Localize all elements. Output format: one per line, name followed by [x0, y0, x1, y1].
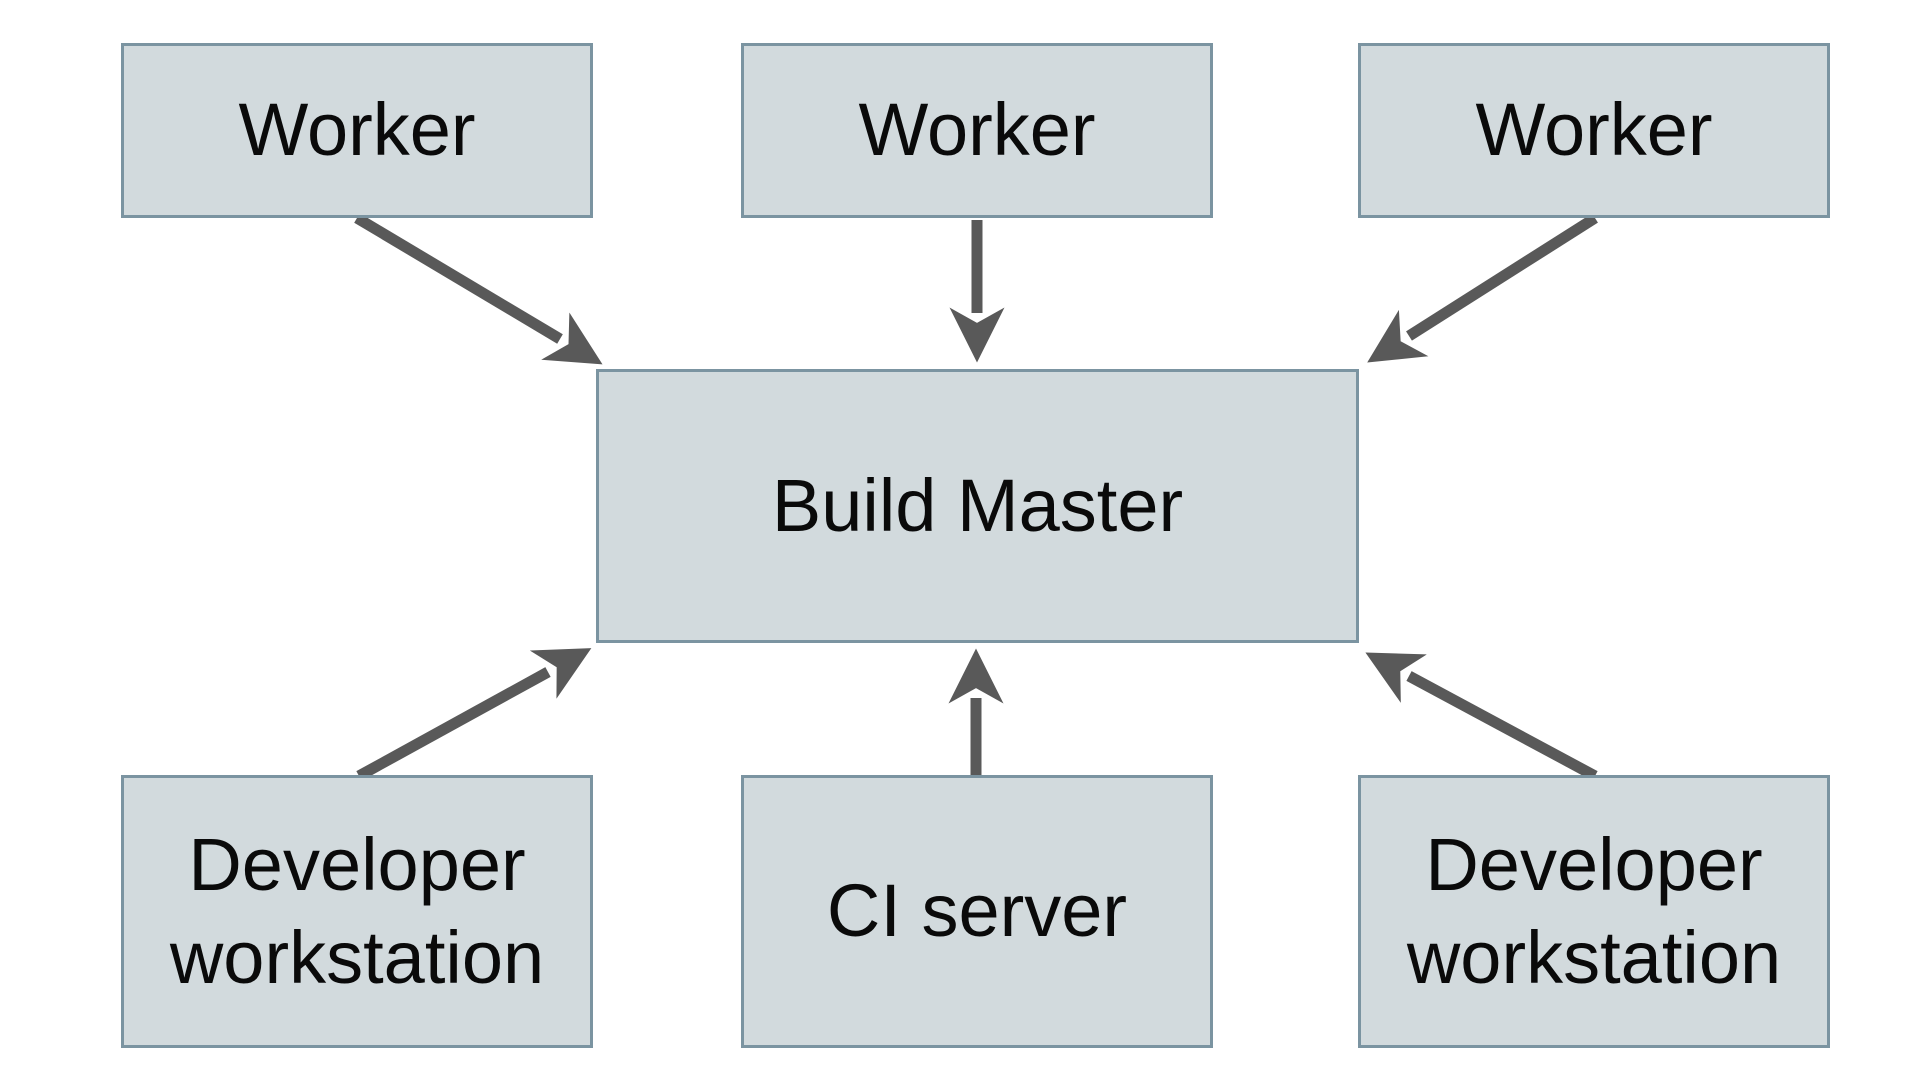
node-developer-workstation-right-label: Developer workstation	[1406, 823, 1782, 999]
node-worker-1: Worker	[121, 43, 593, 218]
arrow-devworkstation-left-to-buildmaster	[356, 648, 592, 781]
node-worker-3: Worker	[1358, 43, 1830, 218]
node-ci-server: CI server	[741, 775, 1213, 1048]
node-worker-3-label: Worker	[1475, 88, 1713, 172]
arrow-worker3-to-buildmaster	[1367, 213, 1598, 363]
node-worker-1-label: Worker	[238, 88, 476, 172]
node-build-master: Build Master	[596, 369, 1359, 643]
node-ci-server-label: CI server	[826, 869, 1128, 953]
node-developer-workstation-left-label: Developer workstation	[169, 823, 545, 999]
arrow-devworkstation-right-to-buildmaster	[1365, 652, 1598, 781]
node-developer-workstation-left: Developer workstation	[121, 775, 593, 1048]
node-build-master-label: Build Master	[771, 463, 1184, 547]
arrow-worker1-to-buildmaster	[354, 213, 603, 365]
node-worker-2: Worker	[741, 43, 1213, 218]
node-developer-workstation-right: Developer workstation	[1358, 775, 1830, 1048]
node-worker-2-label: Worker	[858, 88, 1096, 172]
